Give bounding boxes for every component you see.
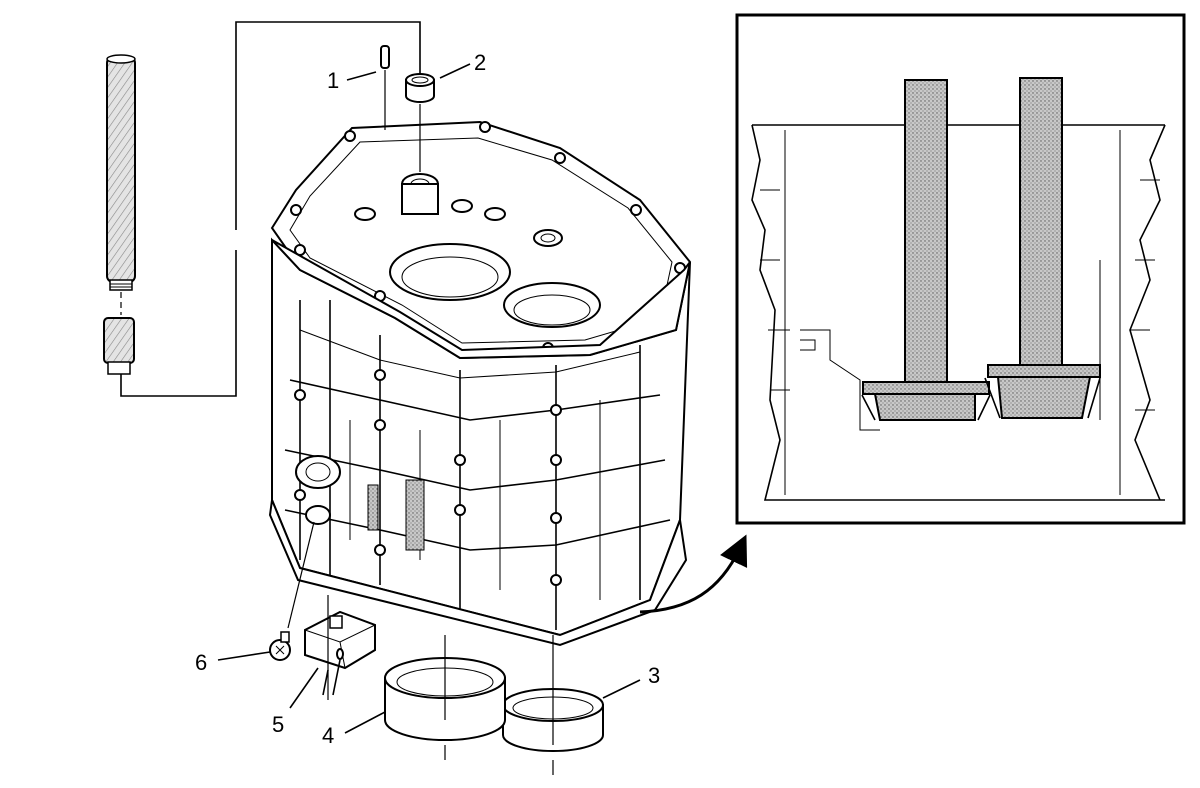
dowel-pin	[346, 45, 390, 130]
inset-tool-right	[1019, 77, 1063, 369]
input-bore	[389, 243, 511, 301]
output-bore	[503, 282, 601, 328]
callout-6: 6	[195, 650, 207, 675]
callout-3: 3	[648, 663, 660, 688]
bearing-bushing	[405, 63, 471, 172]
installer-handle	[106, 56, 136, 283]
callout-1: 1	[327, 68, 339, 93]
case-studs	[294, 369, 562, 586]
callout-2: 2	[474, 50, 486, 75]
detail-arrow	[639, 534, 748, 614]
bearing-race-large	[344, 635, 506, 760]
inset-frame	[735, 13, 1186, 525]
installer-adapter	[103, 317, 135, 364]
detent-bracket	[289, 595, 376, 709]
transmission-case	[268, 120, 692, 647]
callout-5: 5	[272, 712, 284, 737]
inset-tool-left	[904, 79, 948, 386]
case-ribs	[284, 300, 671, 630]
torx-bolt	[217, 521, 315, 661]
side-port-bore	[305, 505, 331, 525]
inset-detail	[735, 13, 1186, 525]
bearing-race-small	[502, 635, 641, 775]
installer-tool	[103, 21, 421, 397]
callout-4: 4	[322, 723, 334, 748]
